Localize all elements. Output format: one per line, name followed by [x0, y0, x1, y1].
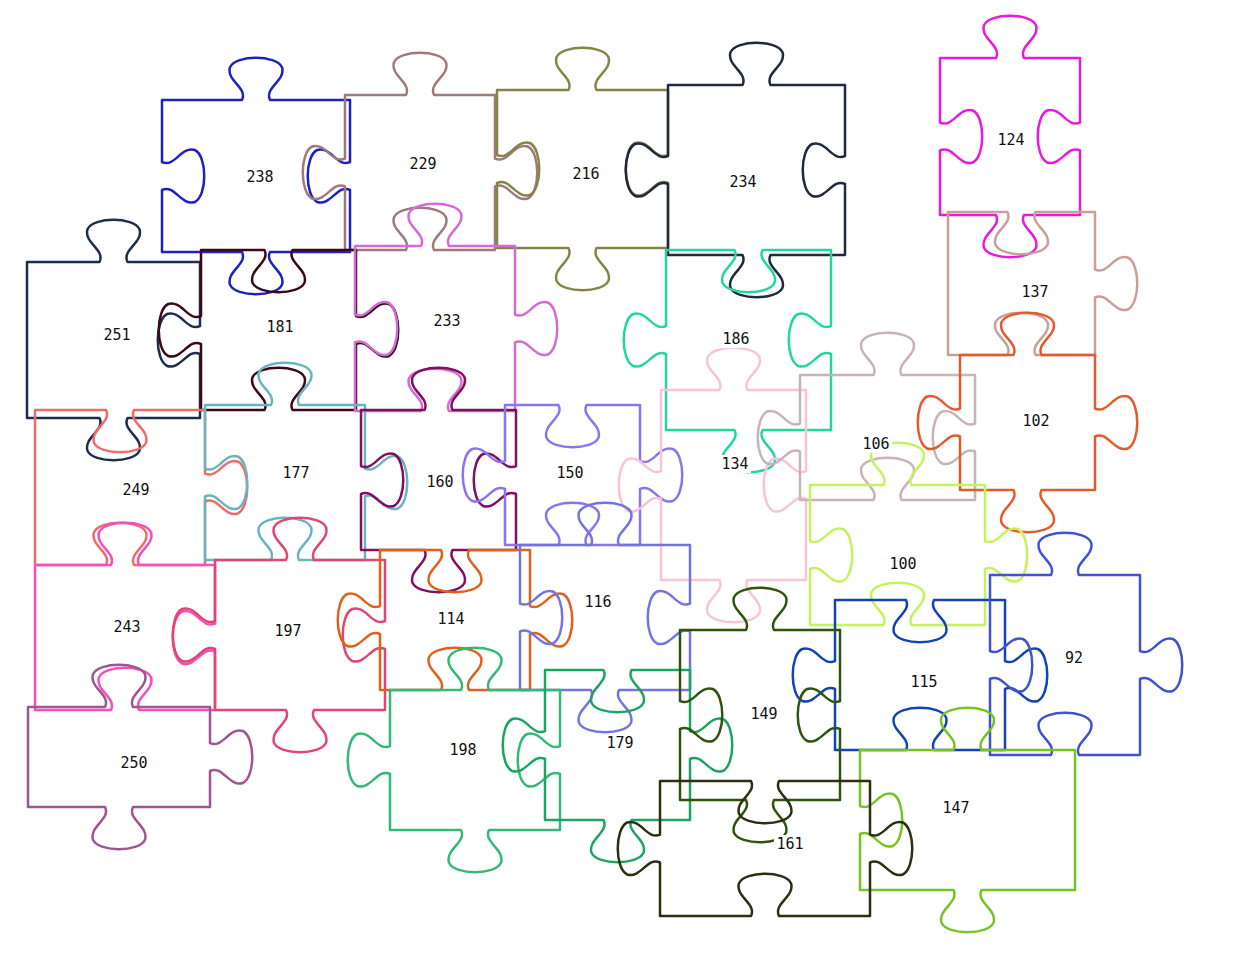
piece-outline-path — [303, 52, 538, 249]
piece-outline-path — [28, 665, 252, 850]
piece-outline-path — [338, 550, 573, 690]
puzzle-piece: 197 — [165, 510, 435, 760]
piece-number: 251 — [101, 326, 132, 344]
piece-number: 243 — [111, 618, 142, 636]
piece-number: 102 — [1020, 412, 1051, 430]
piece-outline-path — [618, 781, 913, 916]
piece-number: 92 — [1063, 649, 1085, 667]
puzzle-piece: 92 — [940, 525, 1190, 805]
piece-outline-path — [990, 533, 1182, 755]
piece-outline — [810, 700, 1125, 940]
piece-number: 177 — [280, 464, 311, 482]
puzzle-piece: 177 — [155, 355, 415, 610]
piece-outline-path — [173, 518, 385, 753]
piece-number: 100 — [887, 555, 918, 573]
piece-number: 181 — [264, 318, 295, 336]
piece-number: 179 — [604, 734, 635, 752]
piece-outline-path — [502, 670, 732, 862]
puzzle-piece: 181 — [151, 200, 406, 460]
piece-outline-path — [158, 250, 398, 410]
piece-outline-path — [361, 368, 516, 593]
puzzle-piece: 243 — [0, 515, 265, 760]
piece-outline-path — [618, 348, 805, 623]
piece-number: 115 — [908, 673, 939, 691]
puzzle-piece: 102 — [910, 305, 1145, 540]
piece-outline — [610, 731, 920, 959]
piece-outline-path — [35, 410, 247, 565]
piece-outline-path — [917, 312, 1137, 532]
piece-outline-path — [462, 405, 682, 545]
puzzle-piece: 198 — [340, 640, 610, 880]
puzzle-piece: 238 — [112, 50, 400, 302]
puzzle-piece: 161 — [610, 731, 920, 959]
piece-number: 134 — [719, 455, 750, 473]
piece-outline-path — [948, 212, 1137, 355]
puzzle-piece: 233 — [305, 196, 565, 461]
piece-outline-path — [757, 332, 974, 499]
piece-outline-path — [35, 522, 215, 709]
piece-outline-path — [680, 588, 840, 843]
puzzle-piece: 216 — [447, 40, 718, 298]
piece-number: 238 — [244, 168, 275, 186]
piece-number: 234 — [727, 173, 758, 191]
piece-number: 149 — [748, 705, 779, 723]
piece-outline — [470, 495, 740, 740]
piece-number: 229 — [407, 155, 438, 173]
piece-number: 198 — [447, 741, 478, 759]
puzzle-piece: 150 — [455, 355, 690, 595]
puzzle-piece: 114 — [330, 500, 580, 740]
piece-number: 147 — [940, 799, 971, 817]
puzzle-piece: 147 — [810, 700, 1125, 940]
piece-outline-path — [497, 48, 668, 291]
puzzle-piece: 229 — [295, 45, 545, 300]
piece-number: 116 — [582, 593, 613, 611]
piece-outline-path — [793, 600, 1048, 750]
piece-outline-path — [623, 250, 830, 472]
puzzle-piece: 234 — [618, 35, 895, 305]
piece-number: 124 — [995, 131, 1026, 149]
piece-outline-path — [810, 443, 1027, 625]
puzzle-piece: 100 — [760, 435, 1035, 675]
piece-number: 137 — [1019, 283, 1050, 301]
piece-outline — [155, 355, 415, 610]
piece-number: 114 — [435, 610, 466, 628]
piece-number: 197 — [272, 622, 303, 640]
puzzle-piece: 179 — [495, 620, 740, 870]
piece-number: 106 — [860, 435, 891, 453]
piece-outline — [618, 35, 895, 305]
puzzle-piece: 149 — [630, 580, 890, 850]
piece-outline-path — [860, 708, 1075, 933]
piece-number: 161 — [774, 835, 805, 853]
puzzle-piece: 186 — [616, 200, 881, 480]
piece-number: 150 — [554, 464, 585, 482]
puzzle-piece: 250 — [0, 657, 260, 857]
puzzle-piece: 116 — [470, 495, 740, 740]
piece-number: 186 — [720, 330, 751, 348]
piece-outline-path — [27, 220, 200, 461]
piece-outline — [340, 640, 610, 880]
piece-outline-path — [162, 58, 350, 295]
puzzle-piece: 137 — [898, 162, 1145, 405]
piece-outline — [0, 515, 265, 760]
puzzle-piece: 249 — [0, 360, 255, 615]
piece-number: 216 — [570, 165, 601, 183]
piece-number: 160 — [424, 473, 455, 491]
piece-outline-path — [355, 203, 557, 410]
piece-number: 249 — [120, 481, 151, 499]
puzzle-piece: 115 — [785, 550, 1055, 800]
piece-outline-path — [348, 648, 560, 873]
piece-outline-path — [940, 15, 1080, 257]
piece-number: 250 — [118, 754, 149, 772]
piece-number: 233 — [431, 312, 462, 330]
